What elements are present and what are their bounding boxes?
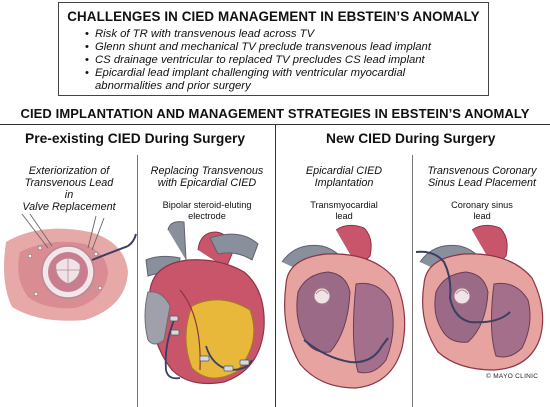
panel-divider <box>412 155 413 407</box>
challenges-box: CHALLENGES IN CIED MANAGEMENT IN EBSTEIN… <box>58 2 489 96</box>
callout-line: Bipolar steroid-eluting <box>162 200 252 210</box>
panel-title-line: in <box>64 189 74 201</box>
panel-title-line: with Epicardial CIED <box>157 177 257 189</box>
challenge-item-continuation: abnormalities and prior surgery <box>95 80 251 92</box>
callout-transmyocardial-lead: Transmyocardial lead <box>278 200 410 222</box>
group-header-new: New CIED During Surgery <box>326 131 496 146</box>
callout-line: Coronary sinus <box>451 200 513 210</box>
panel-title-line: Implantation <box>314 177 374 189</box>
callout-bipolar-electrode: Bipolar steroid-eluting electrode <box>142 200 272 222</box>
challenge-item: Epicardial lead implant challenging with… <box>85 67 431 80</box>
heart-cutaway-illustration <box>281 224 406 389</box>
panel-title-replacing: Replacing Transvenous with Epicardial CI… <box>140 165 274 189</box>
panel-title-line: Sinus Lead Placement <box>427 177 537 189</box>
challenges-title: CHALLENGES IN CIED MANAGEMENT IN EBSTEIN… <box>67 9 480 24</box>
heart-cs-lead-illustration <box>415 224 544 371</box>
group-header-preexisting: Pre-existing CIED During Surgery <box>25 131 246 146</box>
panel-title-line: Replacing Transvenous <box>150 165 264 177</box>
panel-title-exteriorization: Exteriorization of Transvenous Lead in V… <box>4 165 134 213</box>
panel-title-line: Exteriorization of <box>28 165 110 177</box>
copyright-credit: © MAYO CLINIC <box>486 373 539 380</box>
panel-divider <box>137 155 138 407</box>
challenge-item: Glenn shunt and mechanical TV preclude t… <box>85 41 431 54</box>
callout-line: lead <box>473 211 491 221</box>
panel-title-line: Transvenous Lead <box>24 177 114 189</box>
panel-title-line: Transvenous Coronary <box>427 165 537 177</box>
challenge-item: CS drainage ventricular to replaced TV p… <box>85 54 431 67</box>
callout-line: Transmyocardial <box>310 200 378 210</box>
panel-title-line: Epicardial CIED <box>305 165 383 177</box>
group-divider <box>275 124 277 407</box>
callout-line: lead <box>335 211 353 221</box>
challenges-list: Risk of TR with transvenous lead across … <box>85 28 431 93</box>
callout-coronary-sinus-lead: Coronary sinus lead <box>415 200 549 222</box>
valve-illustration <box>4 213 137 321</box>
strategies-title: CIED IMPLANTATION AND MANAGEMENT STRATEG… <box>20 106 530 121</box>
challenge-item: Risk of TR with transvenous lead across … <box>85 28 431 41</box>
panel-title-epicardial: Epicardial CIED Implantation <box>277 165 411 189</box>
panel-title-line: Valve Replacement <box>22 201 116 213</box>
heart-epicardial-illustration <box>144 221 265 385</box>
panel-title-coronary-sinus: Transvenous Coronary Sinus Lead Placemen… <box>414 165 550 189</box>
callout-line: electrode <box>188 211 226 221</box>
